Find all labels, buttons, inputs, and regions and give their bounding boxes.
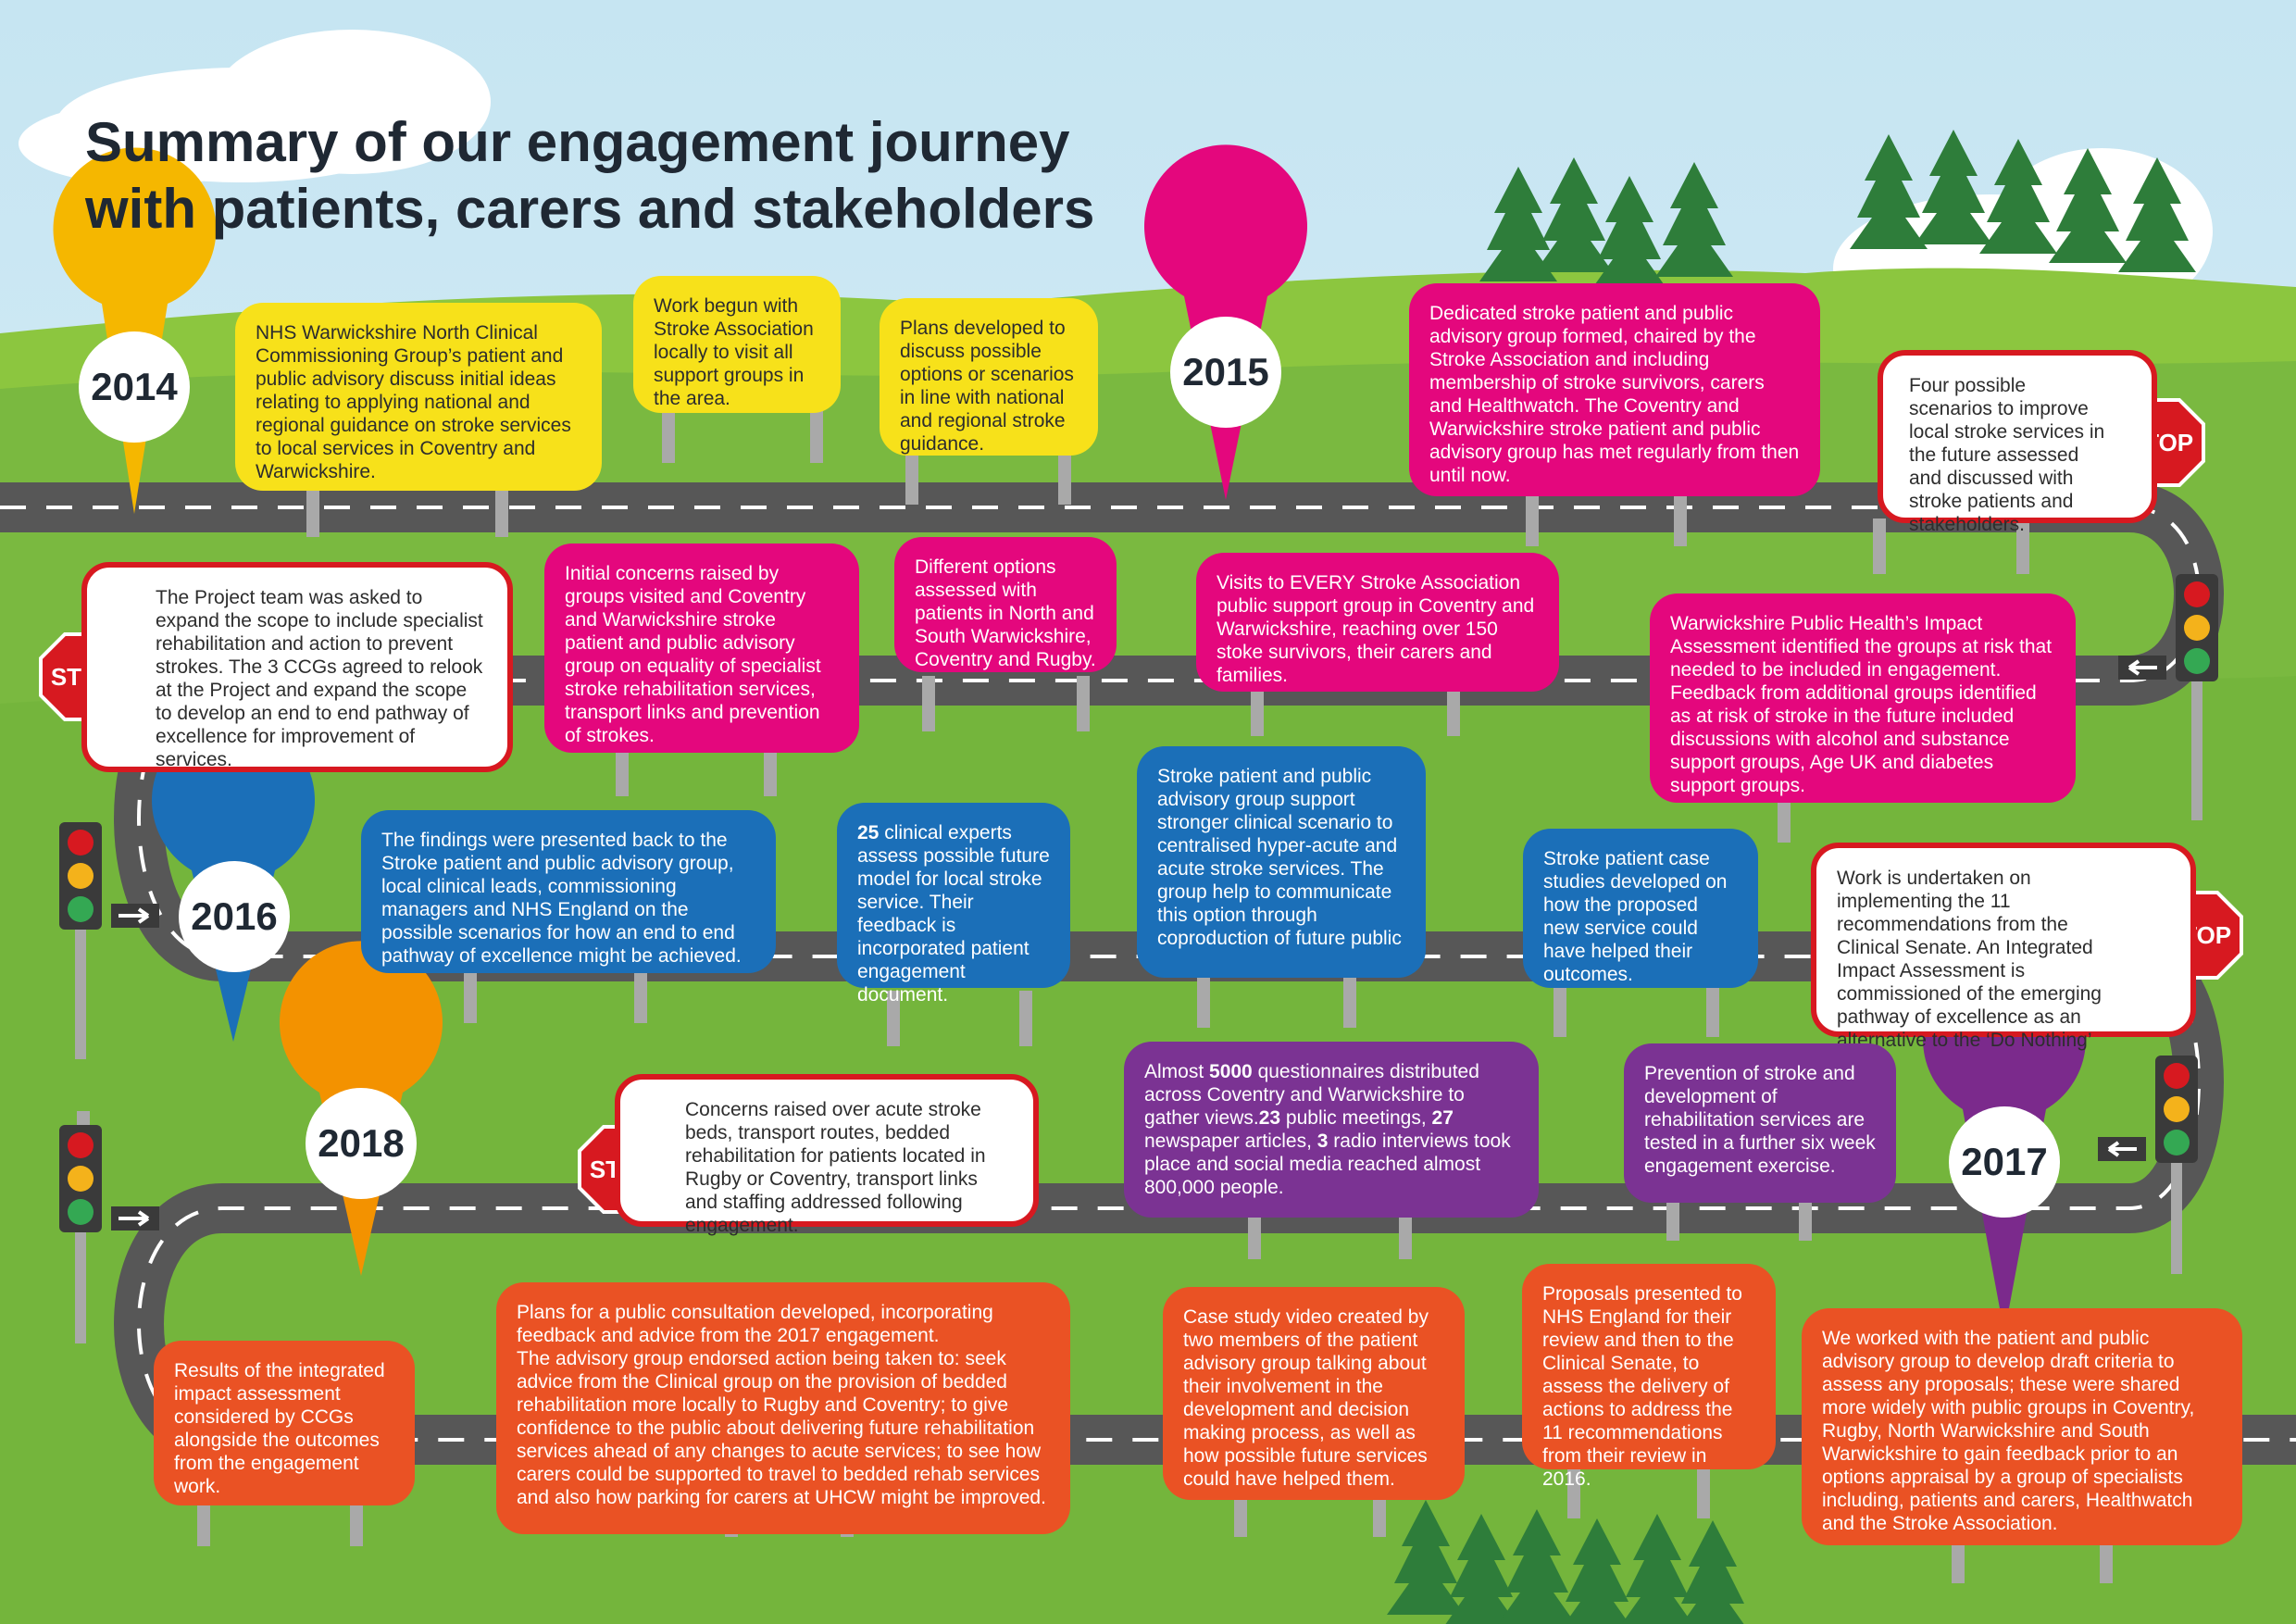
experts-count: 25 <box>857 822 880 843</box>
timeline-card-plans-developed: Plans developed to discuss possible opti… <box>880 298 1098 456</box>
timeline-card-stroke-group-support: Stroke patient and public advisory group… <box>1137 746 1426 978</box>
timeline-card-different-options: Different options assessed with patients… <box>894 537 1117 672</box>
timeline-card-four-scenarios: Four possible scenarios to improve local… <box>1878 350 2157 535</box>
timeline-card-prevention: Prevention of stroke and development of … <box>1624 1043 1896 1203</box>
traffic-light-icon <box>2118 574 2218 820</box>
year-2015-label: 2015 <box>1170 317 1281 428</box>
questionnaires-text-2: questionnaires distributed across Covent… <box>1144 1061 1479 1129</box>
timeline-card-proposals: Proposals presented to NHS England for t… <box>1522 1264 1776 1490</box>
timeline-card-visits-every: Visits to EVERY Stroke Association publi… <box>1196 553 1559 692</box>
traffic-light-icon <box>2098 1056 2198 1274</box>
newspaper-articles-count: 27 <box>1431 1107 1454 1129</box>
radio-interviews-count: 3 <box>1316 1131 1329 1152</box>
questionnaires-count: 5000 <box>1209 1061 1253 1082</box>
year-2018-label: 2018 <box>306 1088 417 1199</box>
timeline-card-work-begun: Work begun with Stroke Association local… <box>633 276 841 413</box>
timeline-card-questionnaires: Almost 5000 questionnaires distributed a… <box>1124 1042 1539 1218</box>
public-meetings-count: 23 <box>1258 1107 1281 1129</box>
title-line-2: with patients, carers and stakeholders <box>85 178 1095 240</box>
year-2017-label: 2017 <box>1949 1106 2060 1218</box>
timeline-card-case-study-video: Case study video created by two members … <box>1163 1287 1465 1500</box>
timeline-card-we-worked: We worked with the patient and public ad… <box>1802 1308 2242 1545</box>
timeline-card-dedicated-group: Dedicated stroke patient and public advi… <box>1409 283 1820 496</box>
timeline-card-plans-consultation: Plans for a public consultation develope… <box>496 1282 1070 1534</box>
timeline-card-work-undertaken: Work is undertaken on implementing the 1… <box>1811 843 2196 1074</box>
timeline-card-results: Results of the integrated impact assessm… <box>154 1341 415 1505</box>
timeline-card-2014-nhs-north: NHS Warwickshire North Clinical Commissi… <box>235 303 602 491</box>
timeline-card-initial-concerns: Initial concerns raised by groups visite… <box>544 543 859 753</box>
questionnaires-text-4: newspaper articles, <box>1144 1131 1317 1152</box>
timeline-card-public-health: Warwickshire Public Health’s Impact Asse… <box>1650 593 2076 803</box>
traffic-light-icon <box>59 822 159 1059</box>
timeline-card-concerns-acute: Concerns raised over acute stroke beds, … <box>615 1074 1039 1236</box>
title-line-1: Summary of our engagement journey <box>85 111 1070 173</box>
timeline-card-case-studies: Stroke patient case studies developed on… <box>1523 829 1758 988</box>
timeline-card-project-team: The Project team was asked to expand the… <box>81 562 513 772</box>
questionnaires-text-5: radio interviews took place and social m… <box>1144 1131 1511 1198</box>
traffic-light-icon <box>59 1125 159 1343</box>
year-2016-label: 2016 <box>179 861 290 972</box>
timeline-card-findings: The findings were presented back to the … <box>361 810 776 973</box>
page-title: Summary of our engagement journey with p… <box>85 109 1094 243</box>
questionnaires-text-3: public meetings, <box>1280 1107 1432 1129</box>
map-pin-icon <box>53 147 217 514</box>
timeline-card-clinical-experts: 25 clinical experts assess possible futu… <box>837 803 1070 1006</box>
experts-text: clinical experts assess possible future … <box>857 822 1050 1006</box>
questionnaires-text-1: Almost <box>1144 1061 1210 1082</box>
year-2014-label: 2014 <box>79 331 190 443</box>
